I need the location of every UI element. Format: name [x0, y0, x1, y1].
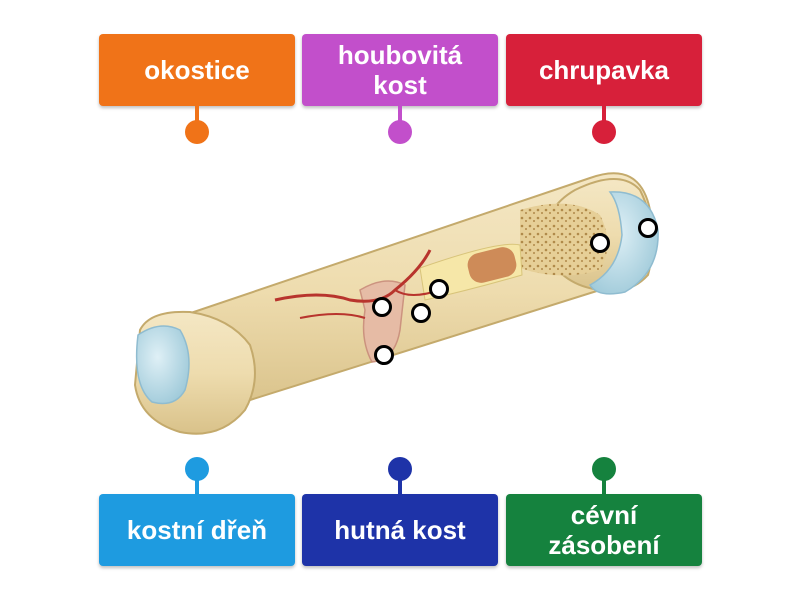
label-kostni-dren[interactable]: kostní dřeň	[99, 494, 295, 566]
hotspot-marker[interactable]	[638, 218, 658, 238]
connector-knob	[388, 120, 412, 144]
connector-stem	[602, 472, 606, 494]
label-text: cévní zásobení	[548, 500, 660, 560]
label-okostice[interactable]: okostice	[99, 34, 295, 106]
label-text: chrupavka	[538, 55, 670, 85]
label-houbovita-kost[interactable]: houbovitá kost	[302, 34, 498, 106]
hotspot-marker[interactable]	[411, 303, 431, 323]
connector-stem	[602, 106, 606, 128]
hotspot-marker[interactable]	[374, 345, 394, 365]
label-chrupavka[interactable]: chrupavka	[506, 34, 702, 106]
connector-stem	[195, 106, 199, 128]
label-text: hutná kost	[334, 515, 466, 545]
label-text: kostní dřeň	[126, 515, 268, 545]
hotspot-marker[interactable]	[372, 297, 392, 317]
label-cevni-zasobeni[interactable]: cévní zásobení	[506, 494, 702, 566]
connector-stem	[398, 106, 402, 128]
label-text: houbovitá kost	[337, 40, 463, 100]
connector-knob	[185, 120, 209, 144]
connector-knob	[592, 120, 616, 144]
connector-stem	[398, 472, 402, 494]
hotspot-marker[interactable]	[429, 279, 449, 299]
label-hutna-kost[interactable]: hutná kost	[302, 494, 498, 566]
label-text: okostice	[144, 55, 250, 85]
connector-stem	[195, 472, 199, 494]
hotspot-marker[interactable]	[590, 233, 610, 253]
